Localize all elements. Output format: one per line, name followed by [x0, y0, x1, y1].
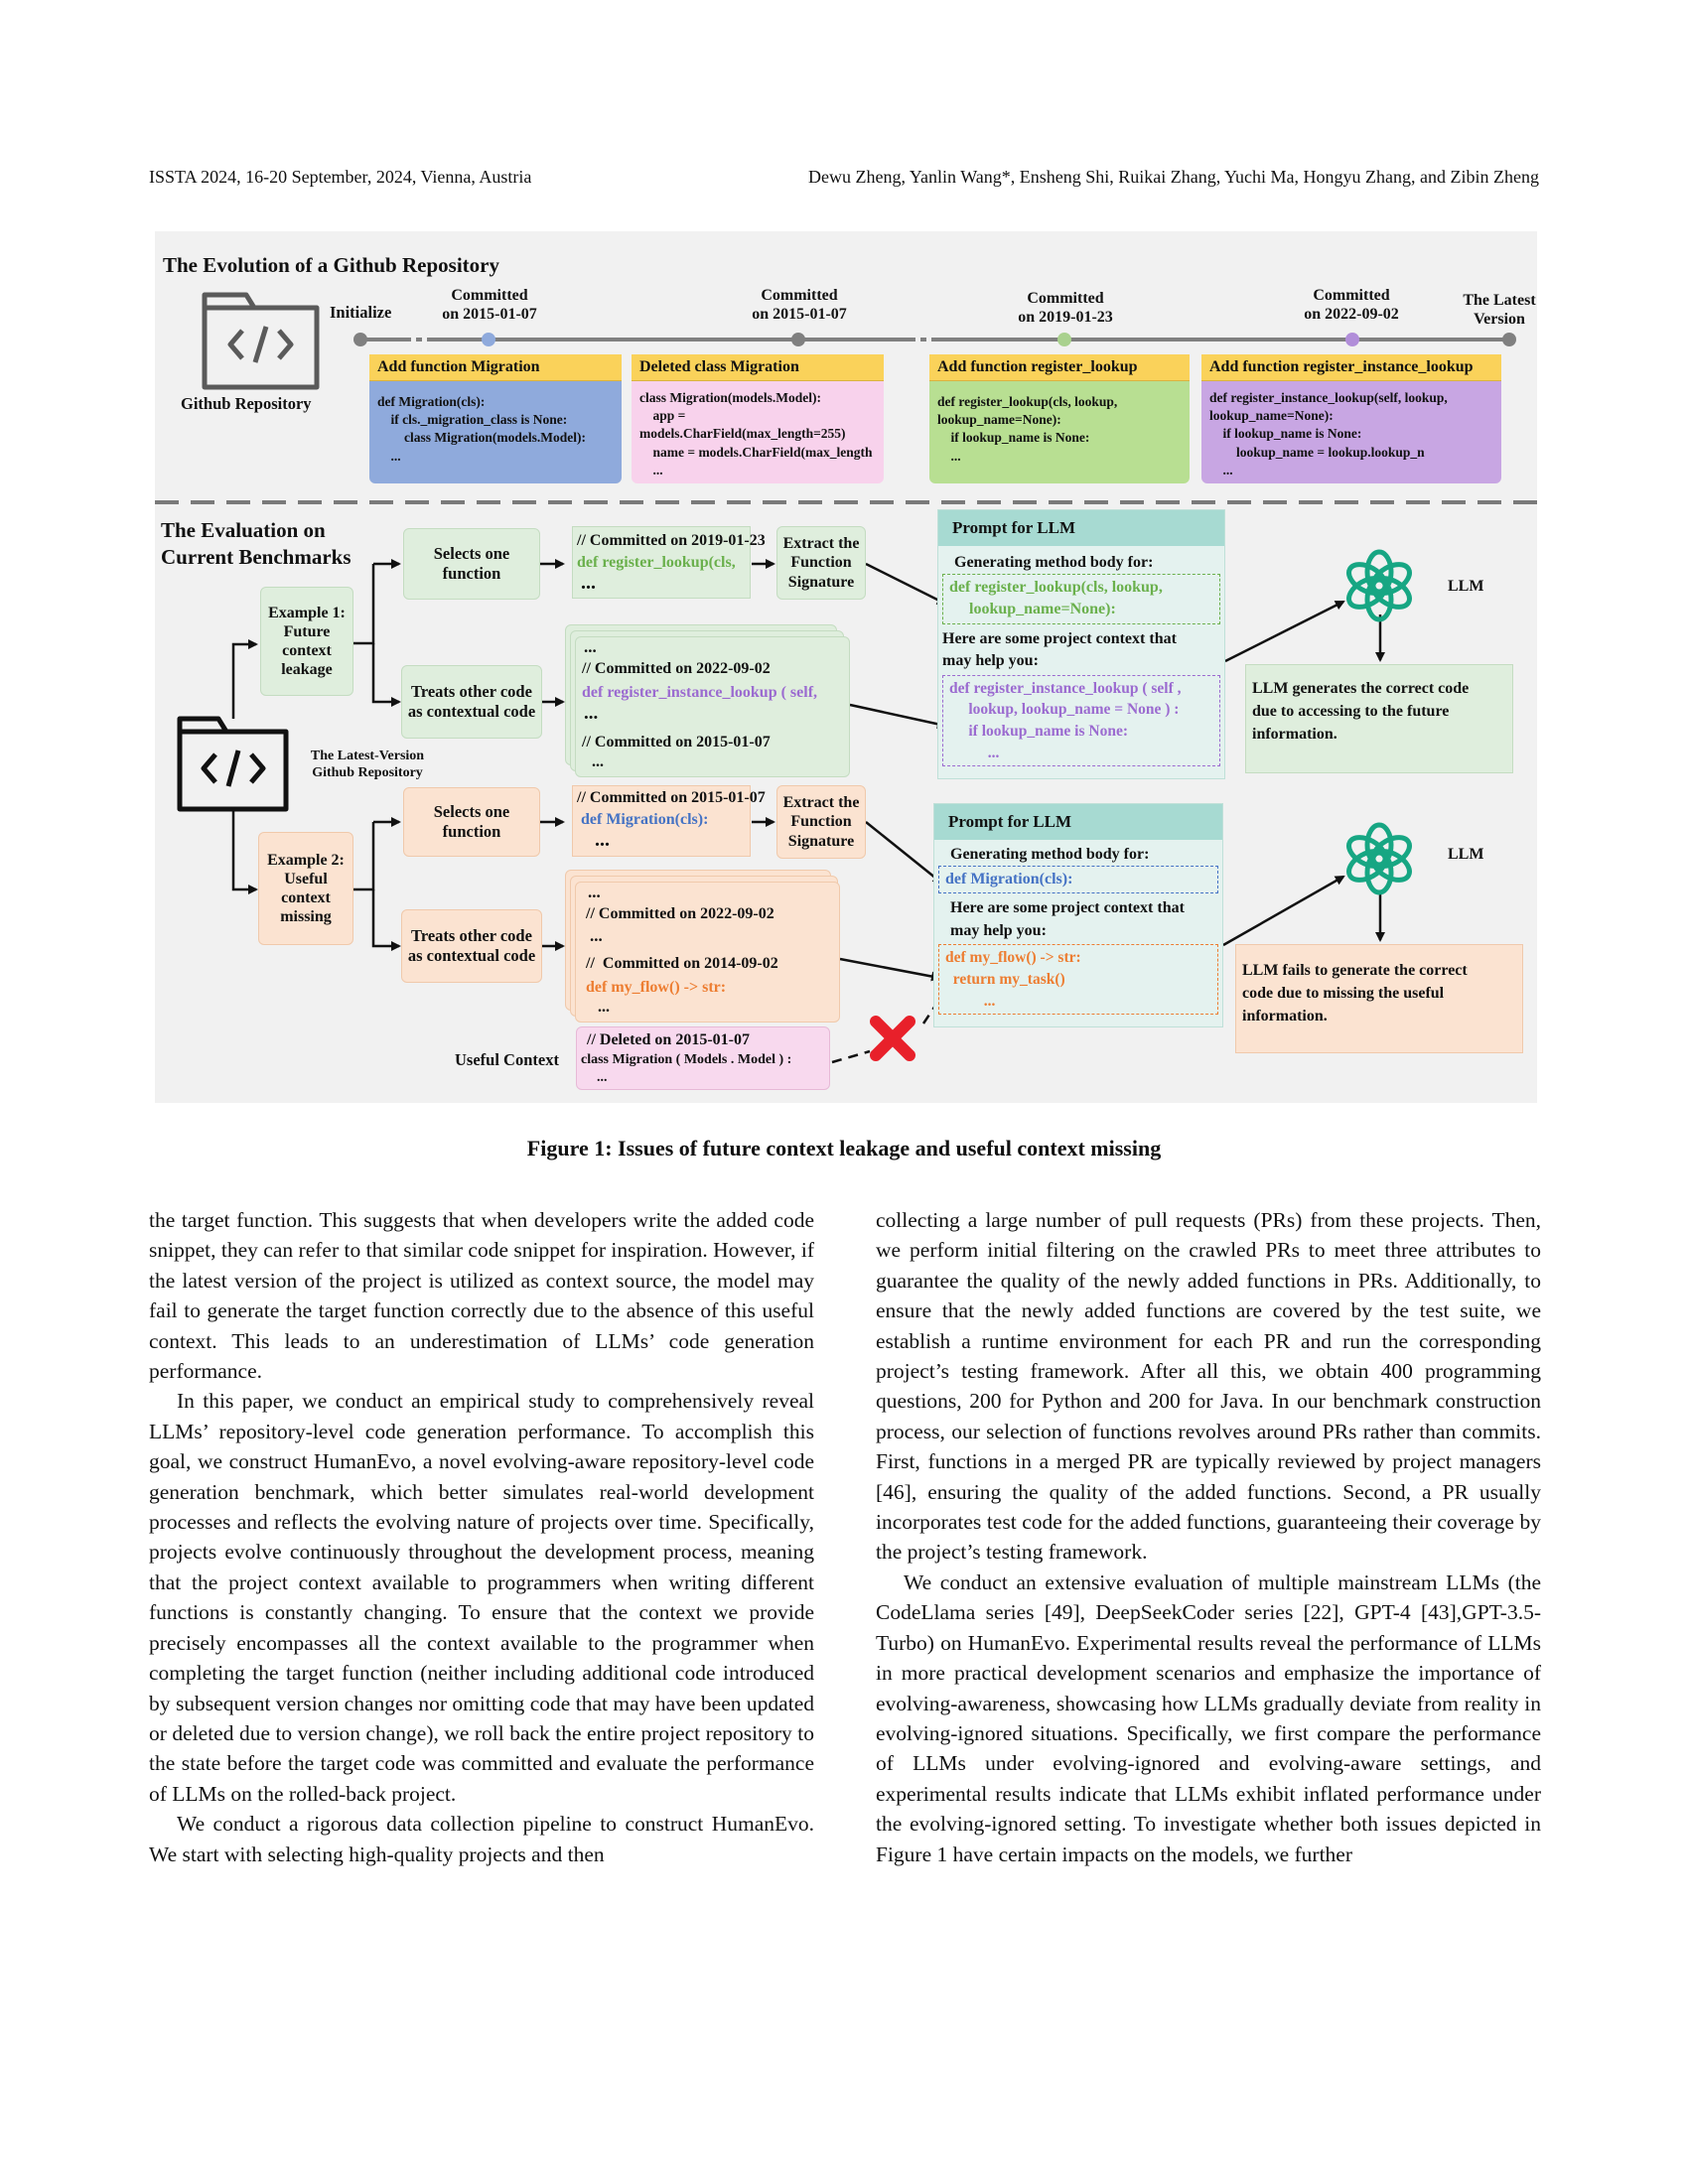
commit-card-4-title: Add function register_instance_lookup — [1201, 354, 1501, 381]
commit-card-1-title: Add function Migration — [369, 354, 622, 381]
timeline-node-latest — [1502, 333, 1516, 346]
figure-lines — [155, 292, 1537, 1064]
timeline-node-commit-2 — [791, 333, 805, 346]
example2-result: LLM fails to generate the correct code d… — [1235, 944, 1523, 1053]
llm-logo-icon — [1346, 549, 1412, 622]
example2-prompt-title: Prompt for LLM — [934, 804, 1222, 840]
example1-extract: Extract the Function Signature — [776, 526, 866, 600]
example2-target-commit: // Committed on 2015-01-07 — [577, 789, 766, 806]
example2-llm-label: LLM — [1448, 846, 1484, 863]
example2-selects: Selects one function — [403, 787, 540, 857]
folder-icon — [202, 292, 320, 390]
timeline-latest-label: The Latest Version — [1463, 292, 1536, 329]
example1-target-code: // Committed on 2019-01-23 def register_… — [572, 526, 766, 599]
folder-icon-latest — [177, 716, 289, 812]
commit-card-1-code: def Migration(cls): if cls._migration_cl… — [377, 394, 586, 464]
example2-ctx-dots-2: ... — [590, 926, 603, 945]
example2-treats: Treats other code as contextual code — [401, 909, 542, 983]
example2-prompt: Prompt for LLM Generating method body fo… — [933, 803, 1223, 1027]
example1-ctx-dots-2: ... — [584, 703, 599, 724]
example2-ctx-dots-3: ... — [598, 999, 610, 1016]
blocked-x-icon — [870, 1016, 915, 1061]
commit-card-2: Deleted class Migration class Migration(… — [632, 354, 884, 483]
example2-ctx-code-2: def my_flow() -> str: — [586, 979, 727, 996]
example1-label: Example 1: Future context leakage — [260, 587, 353, 696]
example2-ctx-commit-2: // Committed on 2014-09-02 — [586, 955, 778, 972]
paragraph: the target function. This suggests that … — [149, 1208, 814, 1384]
example1-target-dots: ... — [581, 572, 596, 594]
deleted-context-box: // Deleted on 2015-01-07 class Migration… — [576, 1026, 830, 1090]
example1-ctx-commit-2: // Committed on 2015-01-07 — [582, 734, 771, 751]
example2-prompt-context: def my_flow() -> str: return my_task() .… — [938, 944, 1218, 1016]
example1-treats: Treats other code as contextual code — [401, 665, 542, 739]
section2-title: The Evaluation on Current Benchmarks — [161, 518, 352, 570]
deleted-code: class Migration ( Models . Model ) : — [581, 1052, 792, 1067]
example1-llm-label: LLM — [1448, 578, 1484, 595]
paragraph: We conduct a rigorous data collection pi… — [149, 1812, 814, 1866]
example1-result: LLM generates the correct code due to ac… — [1245, 664, 1513, 773]
timeline-commit-4-label: Committed on 2022-09-02 — [1304, 287, 1399, 324]
example1-ctx-dots-1: ... — [584, 637, 597, 656]
timeline-commit-1-label: Committed on 2015-01-07 — [442, 287, 537, 324]
timeline-node-commit-1 — [482, 333, 495, 346]
example2-ctx-code: ... // Committed on 2022-09-02 ... // Co… — [575, 882, 840, 1023]
commit-card-1: Add function Migration def Migration(cls… — [369, 354, 622, 483]
example2-ctx-commit-1: // Committed on 2022-09-02 — [586, 905, 774, 922]
deleted-commit: // Deleted on 2015-01-07 — [587, 1031, 750, 1048]
example2-label: Example 2: Useful context missing — [258, 832, 353, 945]
timeline-node-initialize — [353, 333, 367, 346]
example2-target-signature: def Migration(cls): — [581, 811, 709, 828]
body-column-left: the target function. This suggests that … — [149, 1205, 814, 1869]
example1-target-commit: // Committed on 2019-01-23 — [577, 532, 766, 549]
example2-target-dots: ... — [595, 829, 610, 851]
section1-title: The Evolution of a Github Repository — [163, 253, 499, 277]
timeline-node-commit-4 — [1345, 333, 1359, 346]
commit-card-3-code: def register_lookup(cls, lookup, lookup_… — [937, 394, 1118, 464]
example1-prompt: Prompt for LLM Generating method body fo… — [937, 509, 1225, 779]
figure-caption: Figure 1: Issues of future context leaka… — [526, 1136, 1162, 1160]
commit-card-4: Add function register_instance_lookup de… — [1201, 354, 1501, 483]
example1-prompt-gen: Generating method body for: — [954, 554, 1154, 571]
figure-1: The Evolution of a Github Repository Git… — [155, 231, 1537, 1103]
example1-prompt-context: def register_instance_lookup ( self , lo… — [942, 674, 1220, 767]
example2-prompt-signature: def Migration(cls): — [938, 866, 1218, 894]
timeline-commit-3-label: Committed on 2019-01-23 — [1018, 290, 1113, 327]
llm-logo-icon-2 — [1346, 822, 1412, 895]
commit-card-2-code: class Migration(models.Model): app = mod… — [639, 390, 873, 478]
timeline-commit-2-label: Committed on 2015-01-07 — [752, 287, 847, 324]
example1-ctx-dots-3: ... — [592, 753, 604, 770]
timeline-node-commit-3 — [1057, 333, 1071, 346]
example1-prompt-signature: def register_lookup(cls, lookup, lookup_… — [942, 574, 1220, 624]
example2-extract: Extract the Function Signature — [776, 785, 866, 859]
latest-repo-label: The Latest-Version Github Repository — [310, 749, 425, 780]
example1-selects: Selects one function — [403, 528, 540, 600]
paragraph: collecting a large number of pull reques… — [876, 1208, 1541, 1565]
example1-ctx-commit-1: // Committed on 2022-09-02 — [582, 660, 771, 677]
example1-target-signature: def register_lookup(cls, — [577, 554, 736, 571]
repo-label: Github Repository — [181, 394, 312, 413]
paragraph: We conduct an extensive evaluation of mu… — [876, 1570, 1541, 1866]
example1-prompt-title: Prompt for LLM — [938, 510, 1224, 546]
example2-ctx-dots-1: ... — [588, 883, 601, 901]
commit-card-4-code: def register_instance_lookup(self, looku… — [1209, 390, 1448, 478]
example1-prompt-help: Here are some project context that may h… — [942, 629, 1177, 670]
example1-ctx-code: ... // Committed on 2022-09-02 def regis… — [575, 636, 850, 777]
example2-target-code: // Committed on 2015-01-07 def Migration… — [572, 785, 766, 857]
timeline-initialize-label: Initialize — [330, 303, 392, 322]
running-header-authors: Dewu Zheng, Yanlin Wang*, Ensheng Shi, R… — [808, 167, 1539, 187]
commit-card-2-title: Deleted class Migration — [632, 354, 884, 381]
paragraph: In this paper, we conduct an empirical s… — [149, 1389, 814, 1806]
useful-context-label: Useful Context — [455, 1050, 559, 1069]
example2-prompt-help: Here are some project context that may h… — [950, 899, 1185, 939]
example1-ctx-code-1: def register_instance_lookup ( self, — [582, 684, 818, 701]
example2-prompt-gen: Generating method body for: — [950, 846, 1150, 863]
commit-card-3: Add function register_lookup def registe… — [929, 354, 1190, 483]
commit-card-3-title: Add function register_lookup — [929, 354, 1190, 381]
deleted-dots: ... — [597, 1070, 608, 1085]
running-header-venue: ISSTA 2024, 16-20 September, 2024, Vienn… — [149, 167, 532, 187]
body-column-right: collecting a large number of pull reques… — [876, 1205, 1541, 1869]
